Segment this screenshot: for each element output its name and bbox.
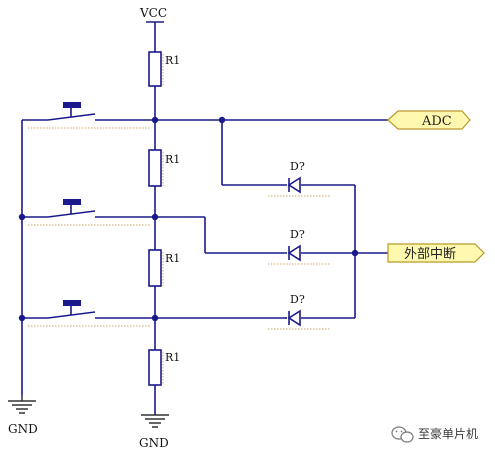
external-interrupt-label: 外部中断 [404, 247, 456, 262]
ground-symbol-center [141, 414, 169, 428]
resistor-r1-third [148, 249, 164, 287]
resistor-label-1: R1 [165, 54, 180, 67]
diode-label-2: D? [290, 228, 305, 241]
resistor-r1-top [148, 51, 164, 87]
diode-3 [268, 309, 330, 330]
resistor-r1-second [148, 149, 164, 187]
resistor-label-3: R1 [165, 252, 180, 265]
gnd-label-center: GND [139, 436, 169, 450]
adc-port-label: ADC [421, 114, 452, 129]
diode-2 [268, 244, 330, 265]
push-button-1 [28, 102, 150, 129]
push-button-3 [28, 300, 150, 327]
diode-1 [268, 176, 330, 197]
ground-symbol-left [8, 395, 36, 414]
watermark-text: 至豪单片机 [418, 426, 478, 441]
resistor-r1-bottom [148, 349, 164, 386]
resistor-label-4: R1 [165, 351, 180, 364]
wechat-logo-icon [391, 426, 414, 443]
junction-dots [18, 116, 359, 322]
external-interrupt-port: 外部中断 [387, 243, 485, 263]
diode-label-1: D? [290, 160, 305, 173]
adc-port: ADC [387, 110, 471, 130]
gnd-label-left: GND [8, 422, 38, 436]
vcc-label: VCC [139, 6, 167, 20]
push-button-2 [28, 199, 150, 226]
diode-label-3: D? [290, 293, 305, 306]
resistor-label-2: R1 [165, 153, 180, 166]
